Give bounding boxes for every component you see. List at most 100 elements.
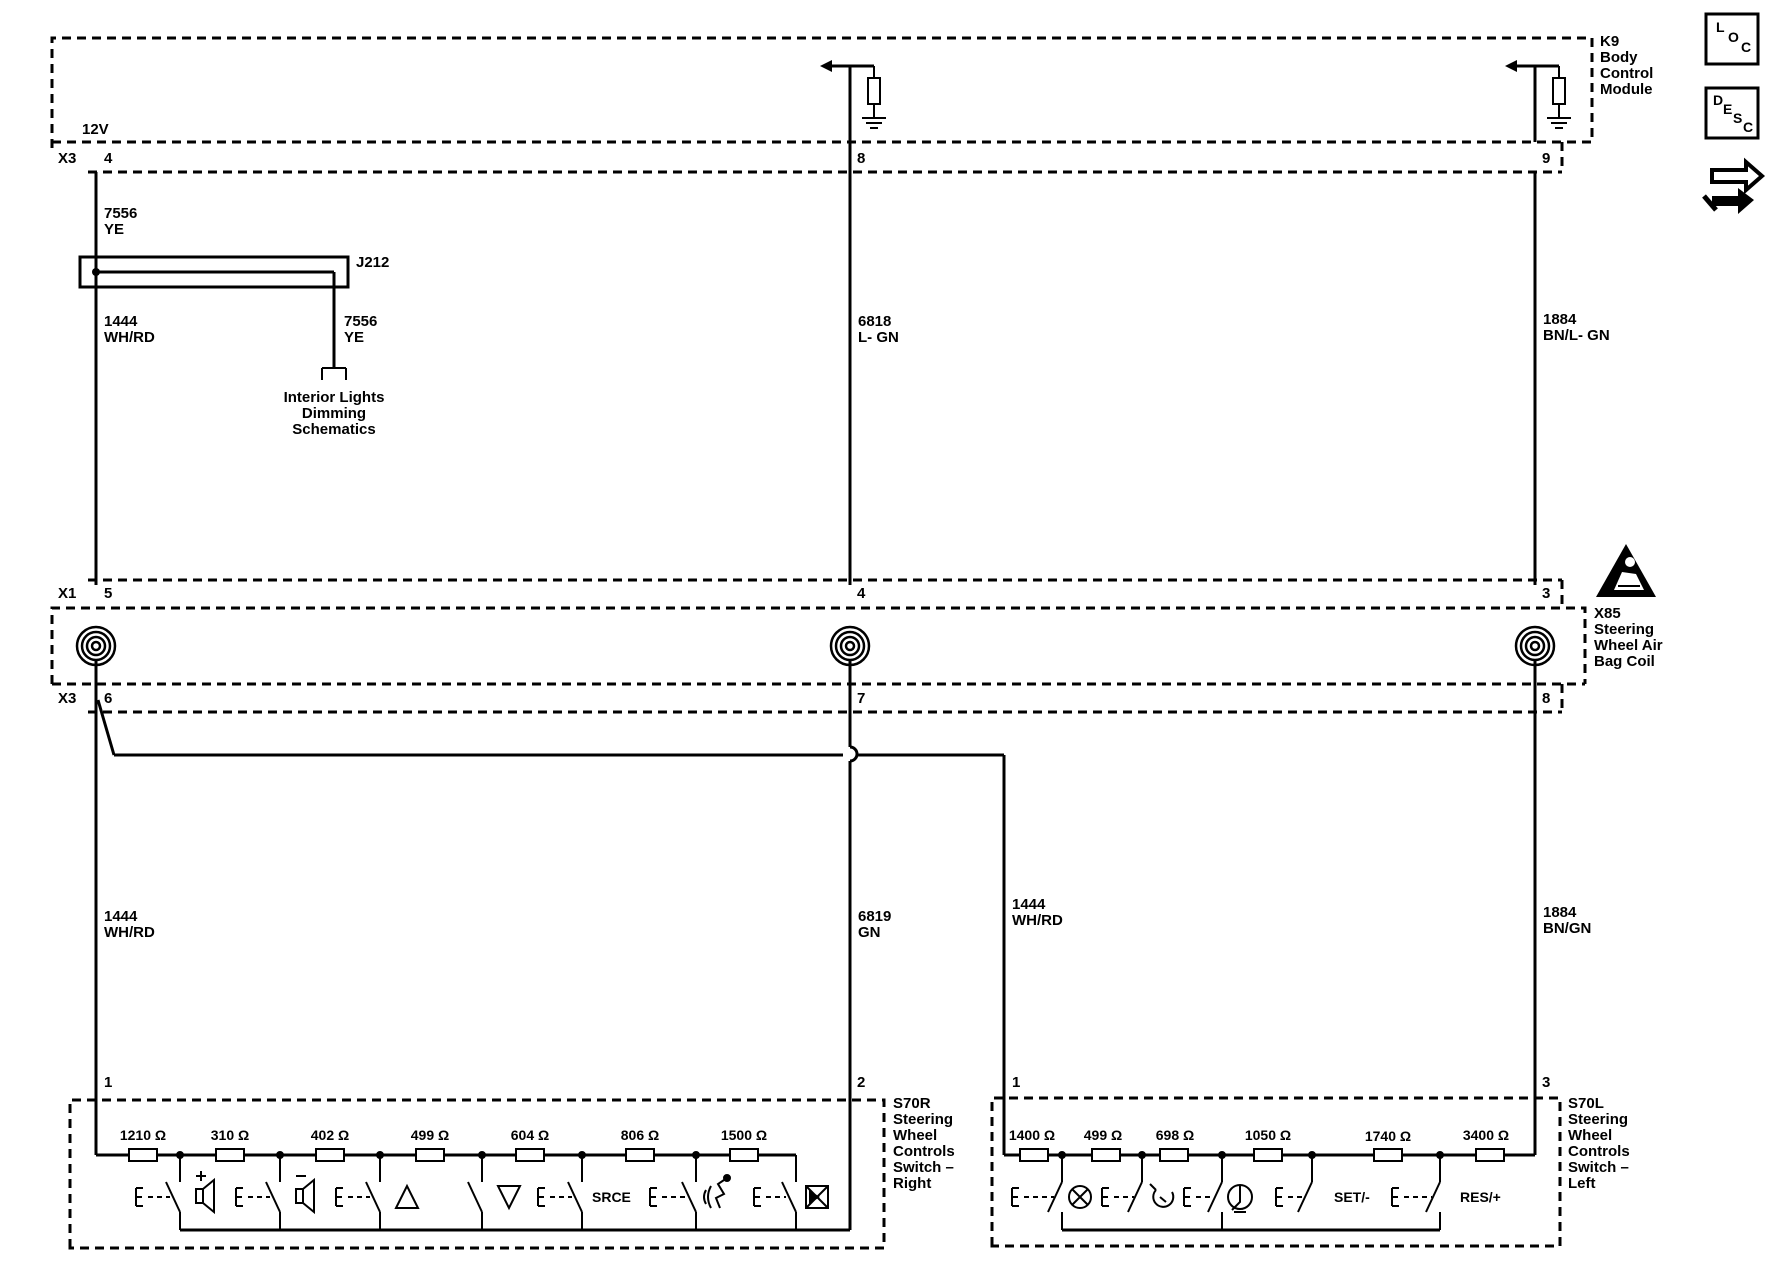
coil-label-1: Steering [1594,621,1654,638]
wire-7556b-circuit: 7556 [344,313,377,330]
bcm-label-1: Body [1600,49,1638,66]
wire-labels: 7556 YE 7556 YE 1444 WH/RD 6818 L- GN 18… [104,205,1610,941]
wire-6818-circuit: 6818 [858,313,891,330]
svg-text:1400 Ω: 1400 Ω [1009,1127,1055,1143]
s70l-switch: 1 3 S70L Steering Wheel Controls Switch … [990,1074,1630,1248]
desc-letter-e: E [1723,101,1732,117]
coil-symbol-left [75,625,117,667]
svg-text:806 Ω: 806 Ω [621,1127,659,1143]
wire-1884-bottom-color: BN/GN [1543,920,1591,937]
desc-button[interactable]: D E S C [1704,86,1760,140]
wire-6819-circuit: 6819 [858,908,891,925]
bcm-label-2: Control [1600,65,1653,82]
pin-x3-7: 7 [857,690,865,707]
bcm-input-circuit-1 [820,60,886,142]
svg-text:1740 Ω: 1740 Ω [1365,1128,1411,1144]
wire-7556-color: YE [104,221,124,238]
s70r-resistor-1: 1210 Ω [120,1127,166,1162]
seek-up-icon [394,1183,420,1209]
pin-x3-9: 9 [1542,150,1550,167]
svg-text:1500 Ω: 1500 Ω [721,1127,767,1143]
pin-s70l-3: 3 [1542,1074,1550,1091]
loc-letter-l: L [1716,19,1725,35]
wire-1444-right-color: WH/RD [1012,912,1063,929]
svg-text:499 Ω: 499 Ω [411,1127,449,1143]
s70r-srce-label: SRCE [592,1189,631,1205]
supply-label: 12V [82,121,109,138]
x3-top-label: X3 [58,150,76,167]
wire-1444-top-color: WH/RD [104,329,155,346]
s70r-label-5: Right [893,1175,931,1192]
wire-1884-top-color: BN/L- GN [1543,327,1610,344]
volume-up-icon [195,1171,215,1215]
svg-text:604 Ω: 604 Ω [511,1127,549,1143]
wire-runs [94,142,1537,1230]
pin-x1-3: 3 [1542,585,1550,602]
loc-letter-o: O [1728,29,1739,45]
mute-icon [805,1185,829,1209]
pin-s70l-1: 1 [1012,1074,1020,1091]
svg-text:3400 Ω: 3400 Ω [1463,1127,1509,1143]
svg-text:402 Ω: 402 Ω [311,1127,349,1143]
coil-label-3: Bag Coil [1594,653,1655,670]
airbag-warning-icon [1596,544,1656,597]
connector-end-view-icon[interactable] [1702,157,1766,214]
bcm-label-3: Module [1600,81,1653,98]
s70r-name: S70R [893,1095,931,1112]
volume-down-icon [295,1175,315,1215]
wire-7556-circuit: 7556 [104,205,137,222]
svg-text:499 Ω: 499 Ω [1084,1127,1122,1143]
reference-line-2: Dimming [302,405,366,422]
pin-x3-4: 4 [104,150,113,167]
interior-lights-reference[interactable]: Interior Lights Dimming Schematics [284,389,385,438]
s70r-actuators [135,1187,786,1207]
pin-x1-5: 5 [104,585,112,602]
coil-name: X85 [1594,605,1621,622]
s70l-name: S70L [1568,1095,1604,1112]
x3-bottom-label: X3 [58,690,76,707]
s70r-resistor-3: 402 Ω [311,1127,349,1162]
seek-down-icon [496,1185,522,1211]
s70l-resistor-5: 1740 Ω [1365,1128,1411,1162]
desc-letter-c: C [1743,119,1753,135]
s70l-resistor-3: 698 Ω [1156,1127,1194,1162]
s70r-resistor-2: 310 Ω [211,1127,249,1162]
cruise-cancel-icon [1068,1185,1092,1209]
s70l-resistor-6: 3400 Ω [1463,1127,1509,1162]
s70l-label-4: Switch – [1568,1159,1629,1176]
s70r-label-3: Controls [893,1143,955,1160]
s70r-switch: 1 2 S70R Steering Wheel Controls Switch … [68,1074,955,1250]
wire-1444-top-circuit: 1444 [104,313,138,330]
wire-1444-left-color: WH/RD [104,924,155,941]
x85-airbag-coil: X1 5 4 3 X3 6 7 8 X85 Steering Wheel Air… [50,544,1663,714]
coil-label-2: Wheel Air [1594,637,1663,654]
s70l-label-3: Controls [1568,1143,1630,1160]
pin-s70r-1: 1 [104,1074,112,1091]
j212-label: J212 [356,254,389,271]
svg-text:1050 Ω: 1050 Ω [1245,1127,1291,1143]
loc-letter-c: C [1741,39,1751,55]
cruise-on-off-icon [1149,1183,1175,1208]
s70r-resistor-4: 499 Ω [411,1127,449,1162]
wire-1444-right-circuit: 1444 [1012,896,1046,913]
wire-6819-color: GN [858,924,881,941]
loc-button[interactable]: L O C [1704,12,1760,66]
s70r-resistor-6: 806 Ω [621,1127,659,1162]
s70r-switches [165,1151,797,1230]
wire-1884-top-circuit: 1884 [1543,311,1577,328]
s70r-resistor-7: 1500 Ω [721,1127,767,1162]
svg-text:698 Ω: 698 Ω [1156,1127,1194,1143]
s70r-label-1: Steering [893,1111,953,1128]
pin-x3-8: 8 [857,150,865,167]
s70l-label-2: Wheel [1568,1127,1612,1144]
desc-letter-s: S [1733,110,1742,126]
s70l-resistor-1: 1400 Ω [1009,1127,1055,1162]
s70l-resistor-4: 1050 Ω [1245,1127,1291,1162]
s70r-label-2: Wheel [893,1127,937,1144]
voice-command-icon [703,1174,731,1209]
s70l-label-5: Left [1568,1175,1596,1192]
pin-x3-6: 6 [104,690,112,707]
reference-line-1: Interior Lights [284,389,385,406]
svg-text:310 Ω: 310 Ω [211,1127,249,1143]
